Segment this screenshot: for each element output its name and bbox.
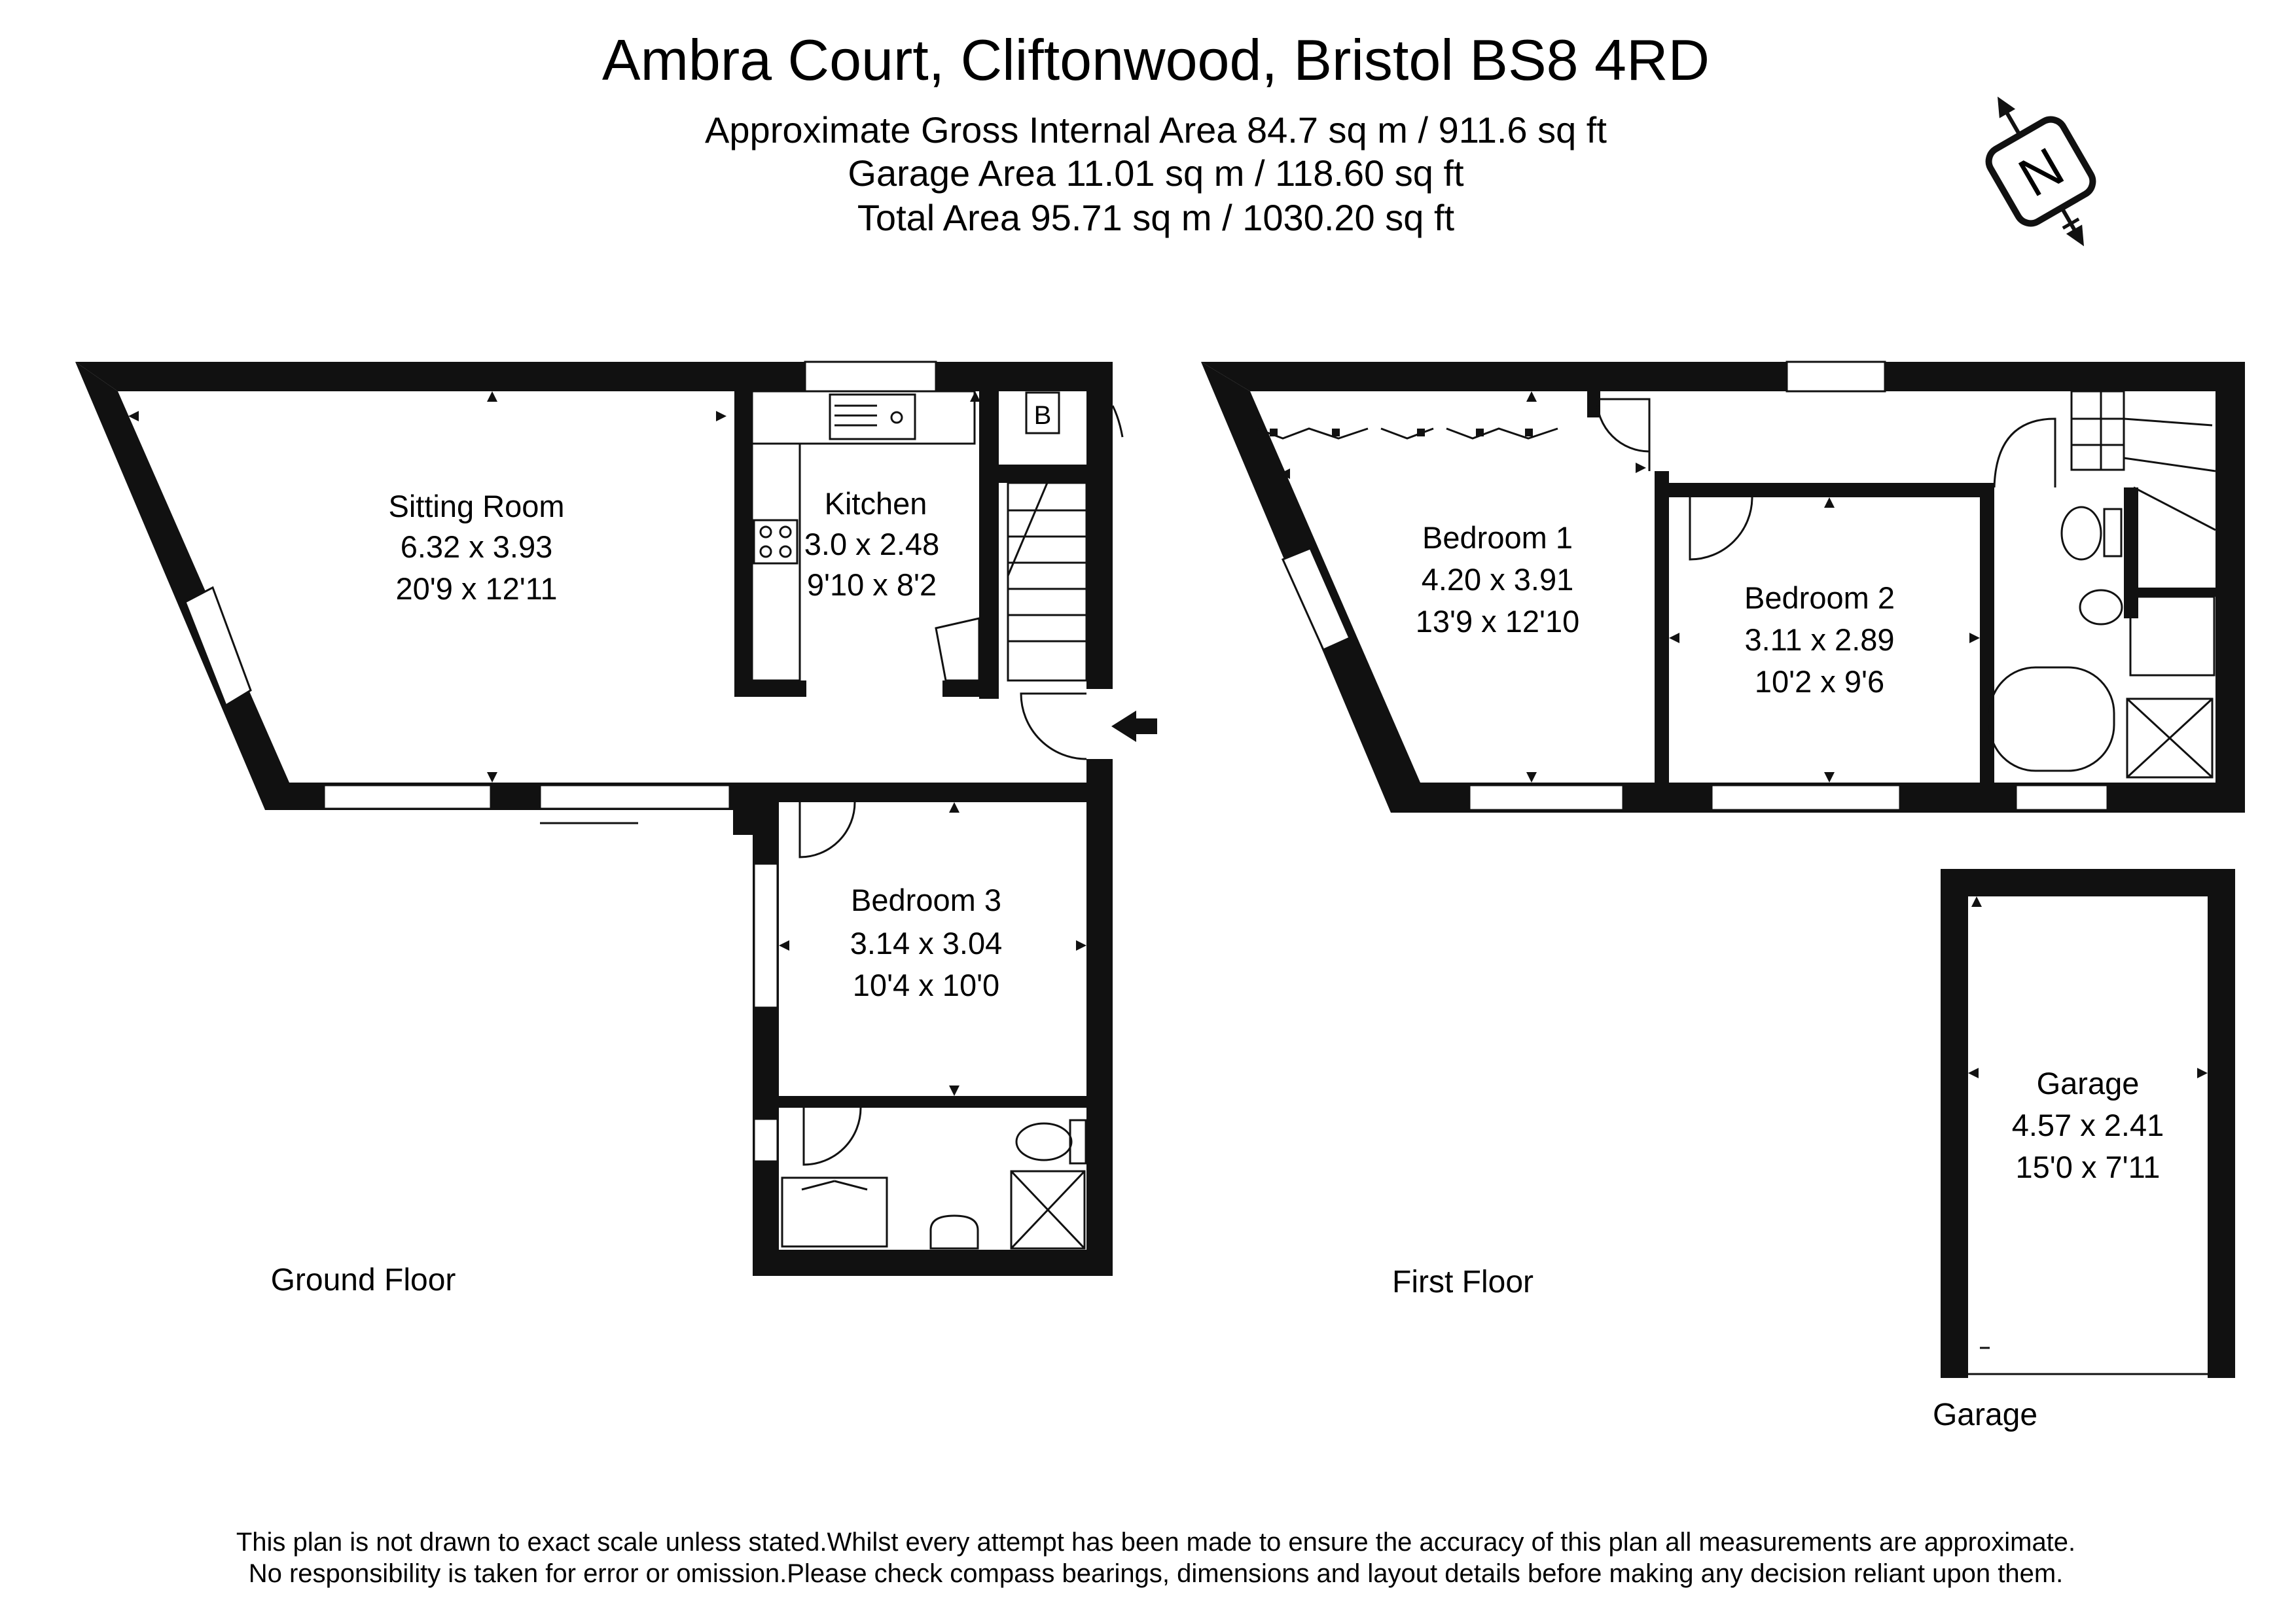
bath-toilet-icon <box>2060 506 2102 561</box>
garage-area: Garage Area 11.01 sq m / 118.60 sq ft <box>848 152 1464 194</box>
window-bath-bottom <box>2015 784 2109 811</box>
bathroom-door <box>1993 417 2056 488</box>
sitting-room-name: Sitting Room <box>388 489 564 523</box>
bedroom2-metric: 3.11 x 2.89 <box>1744 622 1894 657</box>
garage-imperial: 15'0 x 7'11 <box>2016 1150 2161 1184</box>
bedroom2-door <box>1689 497 1753 561</box>
kitchen-counter-left <box>751 442 801 682</box>
garage-wall-right <box>2208 869 2235 1378</box>
wardrobe-bed1 <box>1256 427 1558 440</box>
wall-landing-bottom <box>1669 483 1980 497</box>
wall-right-first <box>2215 362 2245 813</box>
kitchen-name: Kitchen <box>825 486 927 521</box>
ground-floor-label: Ground Floor <box>271 1263 456 1297</box>
toilet-icon <box>1015 1122 1073 1161</box>
kitchen-imperial: 9'10 x 8'2 <box>807 567 937 602</box>
sitting-room-metric: 6.32 x 3.93 <box>401 529 553 564</box>
wall-kitchen-stair <box>979 391 999 699</box>
compass-letter: N <box>2009 135 2074 209</box>
wall-stair-bottom <box>942 680 999 697</box>
window-sitting-left <box>184 586 252 707</box>
wall-left-ground <box>75 362 289 810</box>
ensuite-cupboard <box>781 1176 888 1248</box>
disclaimer-line-2: No responsibility is taken for error or … <box>249 1559 2064 1588</box>
gross-internal-area: Approximate Gross Internal Area 84.7 sq … <box>705 109 1607 150</box>
garage-metric: 4.57 x 2.41 <box>2012 1108 2164 1142</box>
window-bed3-left <box>753 862 779 1009</box>
wall-bed1-bed2 <box>1655 471 1669 783</box>
staircase-first <box>2070 390 2216 531</box>
entrance-door <box>1020 692 1087 760</box>
window-landing <box>1785 361 1886 393</box>
garage-wall-top <box>1941 869 2235 896</box>
bath-basin-icon <box>2079 589 2123 626</box>
window-kitchen <box>804 361 937 393</box>
bathtub-icon <box>1988 666 2115 772</box>
garage-name: Garage <box>2037 1066 2140 1101</box>
shower-icon <box>1010 1170 1086 1250</box>
kitchen-counter <box>751 390 976 445</box>
wall-bed3-top <box>753 783 1113 802</box>
bedroom2-imperial: 10'2 x 9'6 <box>1755 664 1884 699</box>
wall-bed3-bottom <box>753 1250 1113 1276</box>
garage-plan <box>1941 869 2235 1378</box>
ground-floor-plan: B <box>75 361 1157 1276</box>
first-floor-plan <box>1201 361 2245 813</box>
bedroom2-name: Bedroom 2 <box>1744 580 1895 615</box>
bedroom3-door <box>798 802 856 858</box>
bedroom1-name: Bedroom 1 <box>1422 520 1573 555</box>
window-bed1-left <box>1281 547 1351 651</box>
kitchen-metric: 3.0 x 2.48 <box>804 527 939 561</box>
garage-floor-label: Garage <box>1933 1398 2037 1432</box>
wall-right-lower-ground <box>1086 759 1113 1276</box>
bedroom1-imperial: 13'9 x 12'10 <box>1416 604 1580 639</box>
wall-right-upper-ground <box>1086 362 1113 689</box>
bedroom1-metric: 4.20 x 3.91 <box>1422 562 1574 597</box>
window-ensuite-left <box>753 1118 779 1163</box>
hob-icon <box>753 519 798 565</box>
bedroom3-imperial: 10'4 x 10'0 <box>853 968 999 1002</box>
bedroom1-door <box>1596 398 1651 471</box>
window-bed1-bottom <box>1468 784 1624 811</box>
wall-sitting-kitchen <box>734 391 752 694</box>
sitting-room-imperial: 20'9 x 12'11 <box>395 571 557 606</box>
basin-icon <box>929 1214 979 1250</box>
sink-icon <box>829 393 916 440</box>
compass-north-icon: N <box>1985 96 2096 247</box>
wall-top-ground <box>75 362 1113 391</box>
total-area: Total Area 95.71 sq m / 1030.20 sq ft <box>857 197 1455 238</box>
wall-top-first <box>1201 362 2245 391</box>
boiler-cupboard <box>1025 391 1060 434</box>
garage-wall-left <box>1941 869 1968 1378</box>
wall-bed3-ensuite <box>779 1096 1086 1108</box>
bedroom3-metric: 3.14 x 3.04 <box>850 926 1003 961</box>
wall-bed3-left <box>753 783 779 1276</box>
wall-kitchen-bottom <box>734 680 806 697</box>
staircase-ground <box>935 482 1088 682</box>
disclaimer-line-1: This plan is not drawn to exact scale un… <box>236 1528 2075 1557</box>
window-sitting-bottom <box>323 784 492 810</box>
property-title: Ambra Court, Cliftonwood, Bristol BS8 4R… <box>602 27 1710 92</box>
wall-boiler-bottom <box>999 465 1090 483</box>
first-floor-label: First Floor <box>1392 1265 1534 1299</box>
airing-cupboard <box>2129 595 2215 677</box>
ensuite-door <box>802 1107 862 1166</box>
entrance-arrow-icon <box>1111 711 1157 742</box>
window-bed2-bottom <box>1710 784 1901 811</box>
boiler-label: B <box>1034 401 1052 430</box>
bedroom3-name: Bedroom 3 <box>851 883 1001 917</box>
wall-wardrobe-stub <box>1587 391 1600 417</box>
patio-door <box>539 784 731 810</box>
